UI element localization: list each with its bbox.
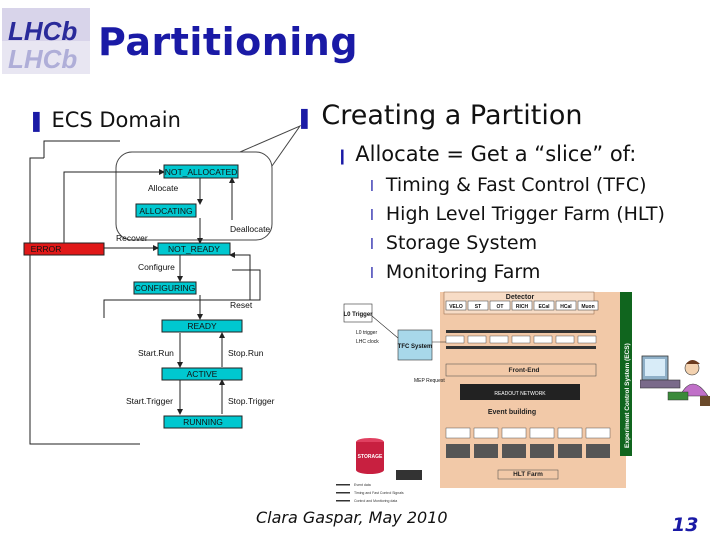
mep-request-label: MEP Request [414, 378, 445, 384]
allocate-label: Allocate = Get a “slice” of: [355, 142, 637, 166]
list-item-text: High Level Trigger Farm (HLT) [385, 203, 665, 225]
state-running [163, 415, 243, 429]
lhcb-logo-icon: LHCb LHCb [2, 8, 90, 74]
front-end-label: Front-End [508, 367, 539, 374]
legend-item: Event data [354, 483, 371, 487]
list-item-text: Storage System [385, 232, 538, 254]
state-not-allocated [163, 164, 239, 179]
ecs-bar [620, 292, 632, 456]
callout-frame [115, 151, 273, 241]
state-not-ready [157, 242, 231, 256]
state-configuring [133, 281, 197, 295]
l0-trigger-label: L0 Trigger [343, 312, 373, 318]
state-label: RUNNING [183, 417, 223, 427]
readout-network [460, 384, 580, 400]
callout-pointer [239, 124, 302, 167]
state-label: ERROR [31, 244, 62, 254]
state-label: ALLOCATING [139, 206, 192, 216]
list-item-text: Timing & Fast Control (TFC) [385, 174, 647, 196]
subdetector-label: VELO [449, 304, 463, 310]
state-label: NOT_ALLOCATED [165, 167, 238, 177]
subdetector-label: ST [475, 304, 481, 310]
ecs-domain-heading: ❚ ECS Domain [28, 108, 181, 132]
subdetector-label: HCal [560, 304, 572, 310]
bullet-icon: ❚ [28, 108, 45, 132]
transition-label: Recover [116, 233, 148, 243]
state-error [23, 242, 105, 256]
transition-label: Start.Run [138, 348, 174, 358]
subdetector-label: Muon [581, 304, 594, 310]
storage-label: STORAGE [358, 454, 383, 460]
operator-clipart-icon [640, 355, 710, 406]
bullet-icon: ❙ [336, 147, 349, 165]
state-label: ACTIVE [187, 369, 218, 379]
event-building-label: Event building [488, 409, 536, 416]
state-label: READY [187, 321, 217, 331]
tfc-label: TFC System [398, 344, 433, 350]
transition-label: Reset [230, 300, 253, 310]
list-item-text: Monitoring Farm [385, 261, 541, 283]
tfc-box [397, 329, 433, 361]
allocate-line: ❙ Allocate = Get a “slice” of: [336, 142, 636, 166]
creating-partition-heading: ❚ Creating a Partition [296, 100, 582, 131]
bullet-icon: ❚ [296, 105, 313, 129]
transition-label: Stop.Run [228, 348, 264, 358]
subdetector-label: OT [497, 304, 504, 310]
slide-title: Partitioning [98, 20, 359, 64]
legend-item: Control and Monitoring data [354, 499, 397, 503]
logo-text: LHCb [8, 16, 77, 46]
footer-author: Clara Gaspar, May 2010 [256, 508, 448, 527]
subdetector-label: RICH [516, 304, 529, 310]
logo-text-reflection: LHCb [8, 44, 77, 74]
state-active [161, 367, 243, 381]
state-ready [161, 319, 243, 333]
transition-label: Stop.Trigger [228, 396, 275, 406]
lhc-clock-label: LHC clock [356, 339, 379, 345]
state-allocating [135, 203, 197, 218]
transition-label: Deallocate [230, 224, 270, 234]
state-label: CONFIGURING [135, 283, 195, 293]
page-number: 13 [672, 514, 699, 536]
l0-label: L0 trigger [356, 330, 377, 336]
legend-item: Timing and Fast Control Signals [354, 491, 404, 495]
detector-label: Detector [506, 294, 535, 301]
ecs-bar-label: Experiment Control System (ECS) [624, 343, 631, 448]
readout-network-label: READOUT NETWORK [494, 391, 546, 397]
transition-label: Configure [138, 262, 175, 272]
state-label: NOT_READY [168, 244, 220, 254]
hlt-farm-label: HLT Farm [513, 471, 543, 478]
online-architecture-diagram: Detector VELO ST OT RICH ECal HCal Muon … [336, 291, 632, 503]
transition-label: Allocate [148, 183, 179, 193]
ecs-domain-label: ECS Domain [51, 108, 181, 132]
subdetector-label: ECal [538, 304, 550, 310]
transition-label: Start.Trigger [126, 396, 173, 406]
creating-partition-label: Creating a Partition [321, 100, 583, 131]
l0-trigger-box [343, 303, 373, 323]
